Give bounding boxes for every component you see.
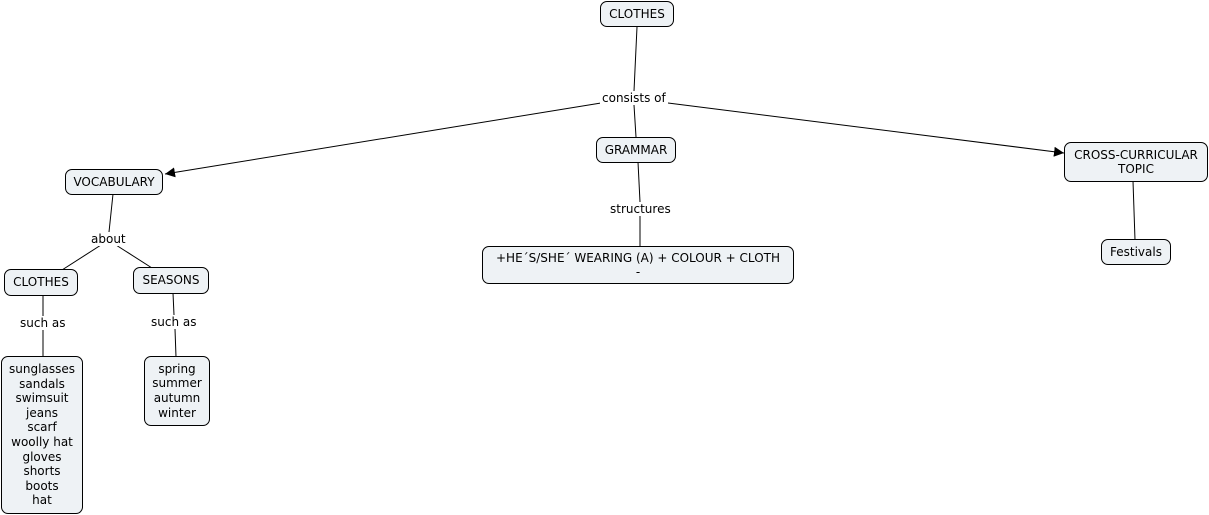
link-grammar-structures [637,161,641,203]
season-item: autumn [153,391,201,405]
link-suchas-seasonitems [174,328,177,358]
node-seasons[interactable]: SEASONS [133,267,209,294]
node-grammar[interactable]: GRAMMAR [596,137,676,163]
link-label-about: about [89,232,128,246]
node-clothes-root[interactable]: CLOTHES [600,1,674,27]
link-label-such-as-seasons: such as [149,315,199,329]
link-cross-festivals [1132,180,1136,241]
clothes-item: scarf [27,420,57,435]
link-label-such-as-clothes: such as [18,316,68,330]
node-clothes-sub[interactable]: CLOTHES [4,269,78,296]
link-clothes-consists [633,26,638,92]
link-about-seasons [115,244,153,269]
link-consists-vocabulary [164,102,602,178]
clothes-item: swimsuit [15,391,69,406]
clothes-item: shorts [23,464,61,479]
link-vocabulary-about [108,193,114,233]
season-item: summer [152,376,202,391]
clothes-item: jeans [26,405,58,420]
node-structure-sentence[interactable]: +HE´S/SHE´ WEARING (A) + COLOUR + CLOTH … [482,246,794,284]
link-label-consists-of: consists of [600,91,668,105]
clothes-item: boots [25,478,59,493]
season-item: spring [158,361,196,376]
link-label-structures: structures [608,202,673,216]
node-festivals[interactable]: Festivals [1101,239,1171,265]
link-seasons-suchas [172,292,175,316]
season-item: winter [158,405,196,420]
clothes-item: hat [32,493,52,508]
node-vocabulary[interactable]: VOCABULARY [65,169,163,195]
node-cross-curricular-topic[interactable]: CROSS-CURRICULAR TOPIC [1064,142,1208,182]
clothes-item: gloves [22,449,62,464]
clothes-item: woolly hat [11,435,73,449]
link-about-clothes [61,244,102,271]
clothes-item: sandals [19,376,65,391]
link-consists-grammar [633,104,637,138]
clothes-item: sunglasses [9,362,75,377]
link-consists-cross [667,102,1065,157]
